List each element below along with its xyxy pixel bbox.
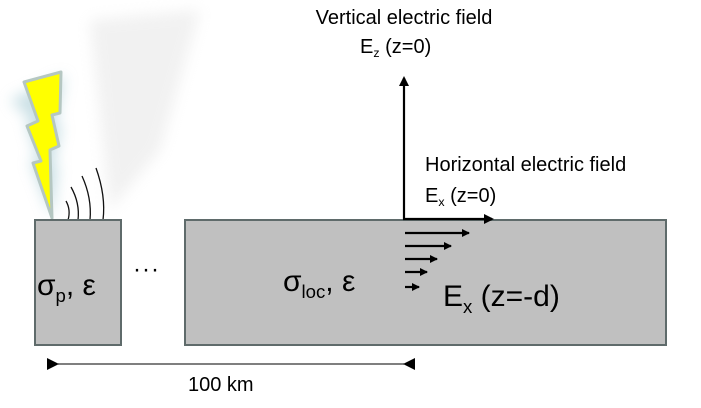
local-sigma-subscript: loc xyxy=(301,280,326,302)
vertical-field-title: Vertical electric field xyxy=(315,7,493,29)
horizontal-field-subscript: x xyxy=(438,195,445,210)
source-block xyxy=(34,219,122,346)
source-sigma-subscript: p xyxy=(55,284,66,306)
ellipsis: ··· xyxy=(133,256,160,283)
local-sigma: σ xyxy=(283,265,302,298)
vertical-field-argument: (z=0) xyxy=(379,36,432,58)
depth-field-symbol: E xyxy=(443,280,464,313)
depth-field-argument: (z=-d) xyxy=(472,280,560,313)
horizontal-field-title: Horizontal electric field xyxy=(425,154,627,176)
vertical-field-symbol: E xyxy=(360,36,374,58)
depth-field-label: Ex (z=-d) xyxy=(443,280,560,316)
horizontal-field-label: Ex (z=0) xyxy=(425,185,497,210)
radio-waves-icon xyxy=(65,167,105,221)
depth-field-subscript: x xyxy=(463,295,473,317)
source-properties-label: σp, ε xyxy=(37,269,96,305)
local-block xyxy=(184,219,667,346)
depth-field-arrows xyxy=(405,229,470,291)
source-sigma: σ xyxy=(37,269,56,302)
distance-label: 100 km xyxy=(188,374,254,396)
source-epsilon: , ε xyxy=(65,269,96,302)
horizontal-field-symbol: E xyxy=(425,185,439,207)
vertical-field-label: Ez (z=0) xyxy=(360,36,432,61)
lightning-bolt-icon xyxy=(22,70,63,220)
vertical-field-subscript: z xyxy=(373,46,380,61)
local-epsilon: , ε xyxy=(325,265,356,298)
horizontal-field-argument: (z=0) xyxy=(444,185,497,207)
local-properties-label: σloc, ε xyxy=(283,265,356,301)
